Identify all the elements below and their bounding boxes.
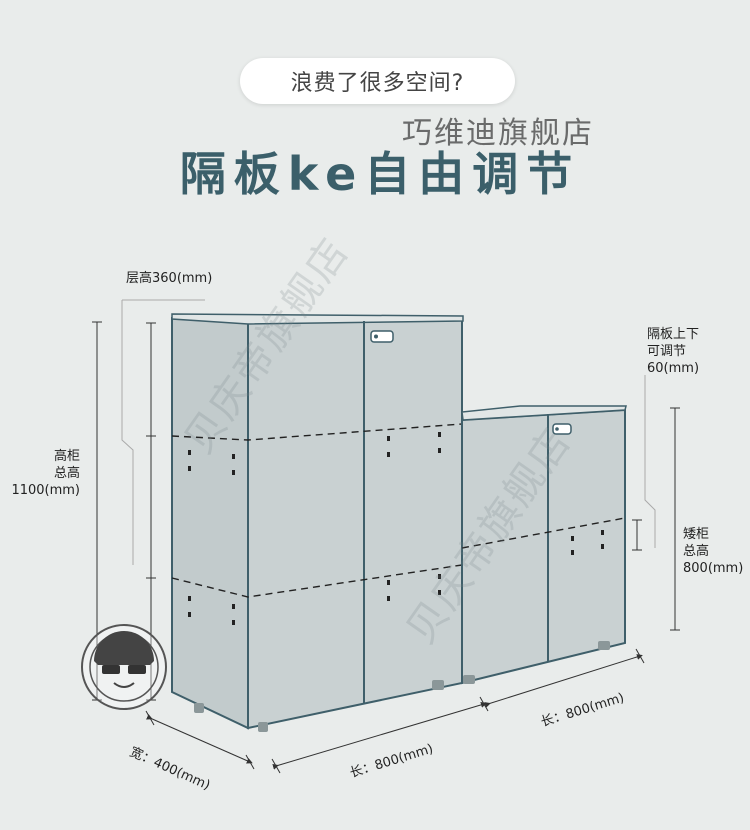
shelf-adjust-label: 隔板上下 可调节 60(mm) bbox=[647, 327, 700, 376]
question-text: 浪费了很多空间? bbox=[290, 71, 465, 96]
short-cabinet-top bbox=[461, 405, 627, 421]
mascot-logo-icon bbox=[81, 624, 167, 710]
lock-icon bbox=[370, 330, 394, 343]
short-cabinet-feet bbox=[463, 641, 610, 684]
tall-cabinet bbox=[171, 313, 464, 732]
shelf-pin-icon bbox=[188, 432, 441, 625]
short-shelf-pins bbox=[571, 530, 604, 555]
tall-cabinet-feet bbox=[194, 680, 444, 732]
tall-cabinet-top bbox=[171, 313, 464, 325]
leader-lines bbox=[121, 299, 656, 565]
question-bubble: 浪费了很多空间? bbox=[240, 58, 515, 104]
page-title: 隔板ke自由调节 bbox=[179, 147, 581, 201]
tall-total-height-label: 高柜 总高 1100(mm) bbox=[11, 449, 80, 498]
tall-cabinet-front bbox=[247, 318, 463, 730]
short-lock-icon bbox=[552, 423, 572, 435]
short-total-height-label: 矮柜 总高 800(mm) bbox=[683, 527, 744, 576]
dimension-lines bbox=[92, 321, 680, 774]
brand-watermark: 巧维迪旗舰店 bbox=[402, 116, 594, 151]
short-cabinet-shelf bbox=[461, 517, 626, 549]
tall-cabinet-shelves bbox=[171, 423, 463, 598]
layer-height-label: 层高360(mm) bbox=[126, 271, 213, 286]
short-cabinet bbox=[461, 405, 627, 685]
